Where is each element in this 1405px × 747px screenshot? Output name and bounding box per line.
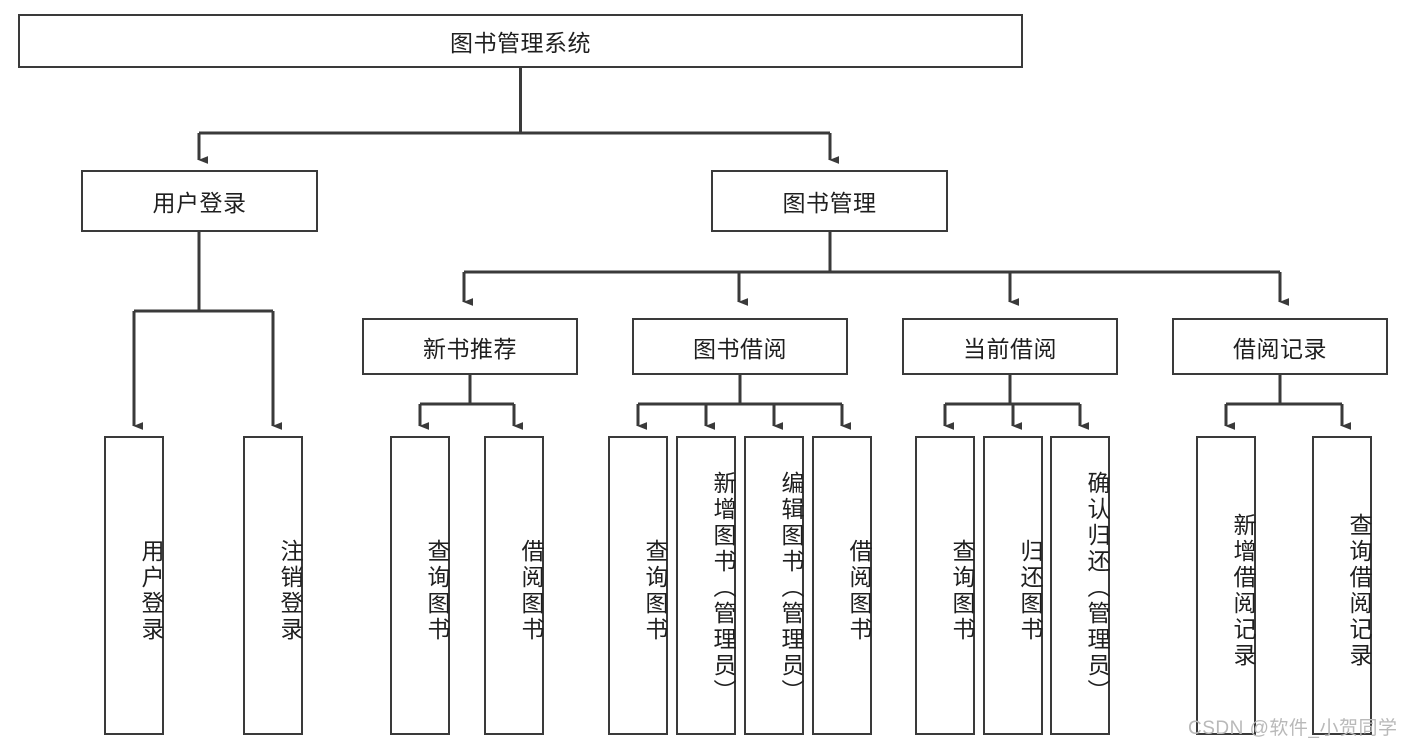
leaf-logout[interactable]: 注销登录 — [243, 436, 303, 735]
node-book-management[interactable]: 图书管理 — [711, 170, 948, 232]
leaf-return-book[interactable]: 归还图书 — [983, 436, 1043, 735]
node-user-login[interactable]: 用户登录 — [81, 170, 318, 232]
leaf-borrow-book[interactable]: 借阅图书 — [812, 436, 872, 735]
leaf-query-book-borrow[interactable]: 查询图书 — [608, 436, 668, 735]
node-book-borrow[interactable]: 图书借阅 — [632, 318, 848, 375]
node-root-system[interactable]: 图书管理系统 — [18, 14, 1023, 68]
leaf-query-borrow-record[interactable]: 查询借阅记录 — [1312, 436, 1372, 735]
leaf-borrow-book-recommend[interactable]: 借阅图书 — [484, 436, 544, 735]
node-current-borrow[interactable]: 当前借阅 — [902, 318, 1118, 375]
leaf-add-book-admin[interactable]: 新增图书（管理员） — [676, 436, 736, 735]
leaf-edit-book-admin[interactable]: 编辑图书（管理员） — [744, 436, 804, 735]
node-new-book-recommend[interactable]: 新书推荐 — [362, 318, 578, 375]
leaf-user-login[interactable]: 用户登录 — [104, 436, 164, 735]
watermark-credit: CSDN @软件_小贺同学 — [1188, 718, 1398, 739]
leaf-confirm-return-admin[interactable]: 确认归还（管理员） — [1050, 436, 1110, 735]
leaf-query-book-current[interactable]: 查询图书 — [915, 436, 975, 735]
node-borrow-record[interactable]: 借阅记录 — [1172, 318, 1388, 375]
leaf-add-borrow-record[interactable]: 新增借阅记录 — [1196, 436, 1256, 735]
leaf-query-book-recommend[interactable]: 查询图书 — [390, 436, 450, 735]
